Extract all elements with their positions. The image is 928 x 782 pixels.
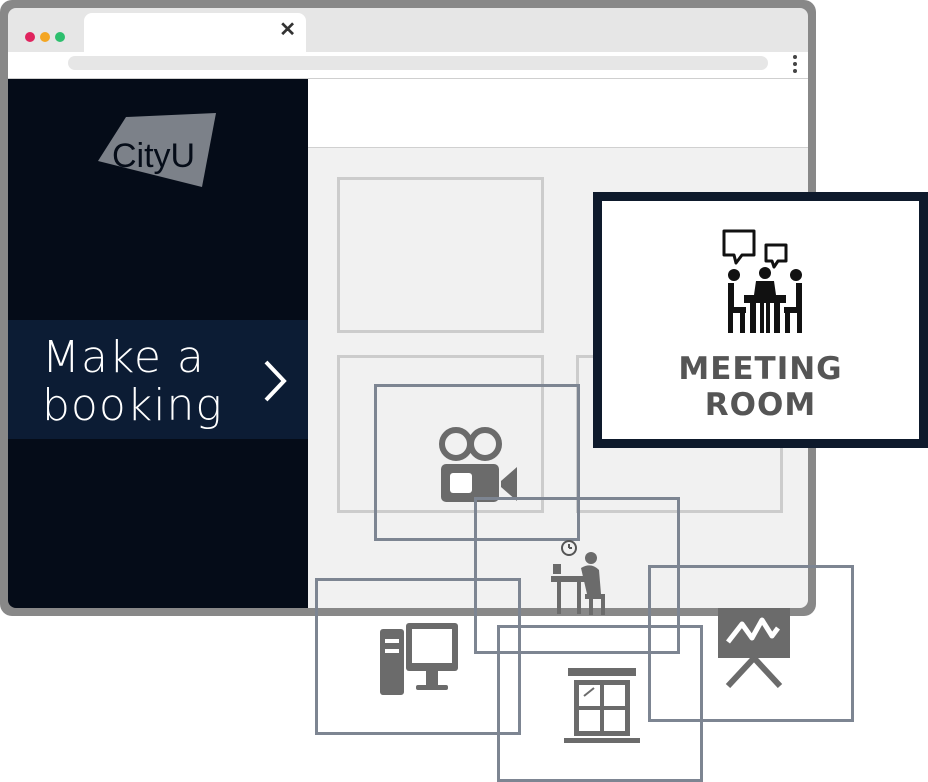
close-icon[interactable]: ✕ bbox=[279, 19, 296, 41]
logo-text: CityU bbox=[112, 137, 195, 175]
meeting-room-icon bbox=[722, 229, 802, 333]
window-room-card[interactable] bbox=[497, 625, 703, 782]
chevron-right-icon bbox=[264, 360, 287, 402]
study-desk-icon bbox=[551, 540, 605, 615]
computer-room-card[interactable] bbox=[315, 578, 521, 735]
booking-label: Make a booking bbox=[42, 332, 223, 431]
make-a-booking-button[interactable]: Make a booking bbox=[8, 320, 308, 439]
video-camera-icon bbox=[439, 427, 517, 502]
meeting-room-card[interactable]: MEETING ROOM bbox=[593, 192, 928, 448]
window-icon bbox=[564, 668, 640, 743]
window-close-dot[interactable] bbox=[25, 32, 35, 42]
browser-tab[interactable]: ✕ bbox=[84, 13, 306, 52]
meeting-room-card-inner: MEETING ROOM bbox=[602, 201, 919, 439]
url-field[interactable] bbox=[68, 56, 768, 70]
presentation-board-icon bbox=[718, 608, 790, 688]
placeholder-card bbox=[337, 177, 544, 333]
video-room-card[interactable] bbox=[374, 384, 580, 541]
study-room-card[interactable] bbox=[474, 497, 680, 654]
window-minimize-dot[interactable] bbox=[40, 32, 50, 42]
window-maximize-dot[interactable] bbox=[55, 32, 65, 42]
placeholder-card bbox=[337, 355, 544, 513]
kebab-menu-icon[interactable] bbox=[792, 54, 798, 74]
content-header bbox=[308, 79, 808, 148]
cityu-logo: CityU bbox=[98, 113, 216, 187]
meeting-room-label: MEETING ROOM bbox=[678, 351, 843, 423]
computer-icon bbox=[380, 623, 458, 695]
address-bar bbox=[8, 52, 808, 79]
presentation-room-card[interactable] bbox=[648, 565, 854, 722]
sidebar: CityU Make a booking bbox=[8, 79, 308, 608]
